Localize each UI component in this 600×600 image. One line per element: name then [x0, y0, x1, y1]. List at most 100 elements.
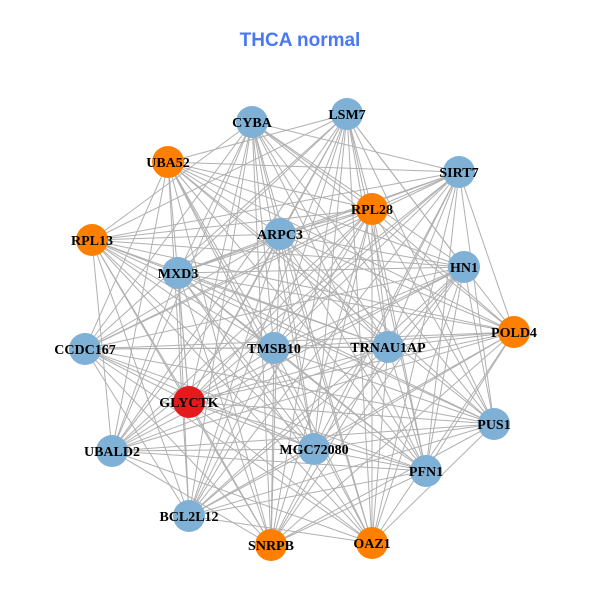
edge-ARPC3-BCL2L12: [188, 233, 281, 517]
edge-SIRT7-UBALD2: [111, 171, 460, 452]
node-label: UBALD2: [84, 445, 140, 460]
node-label: UBA52: [146, 156, 190, 171]
node-bcl2l12[interactable]: [173, 500, 205, 532]
edge-SIRT7-MXD3: [177, 171, 460, 274]
edge-CCDC167-GLYCTK: [84, 348, 190, 403]
edge-UBA52-PUS1: [167, 161, 495, 425]
node-uba52[interactable]: [152, 146, 184, 178]
node-label: TRNAU1AP: [350, 341, 426, 356]
node-snrpb[interactable]: [255, 529, 287, 561]
node-rpl13[interactable]: [76, 224, 108, 256]
edge-LSM7-BCL2L12: [188, 113, 348, 517]
node-label: RPL13: [71, 234, 113, 249]
edge-LSM7-PUS1: [346, 113, 495, 425]
edge-MXD3-GLYCTK: [177, 272, 190, 403]
edge-ARPC3-MGC72080: [279, 233, 315, 450]
node-hn1[interactable]: [448, 251, 480, 283]
node-tmsb10[interactable]: [258, 332, 290, 364]
edge-UBALD2-SNRPB: [111, 450, 272, 546]
edge-POLD4-TRNAU1AP: [387, 331, 515, 348]
edge-ARPC3-OAZ1: [279, 233, 373, 544]
node-label: HN1: [450, 261, 478, 276]
edge-CCDC167-SNRPB: [84, 348, 272, 546]
edge-PFN1-SNRPB: [270, 470, 427, 546]
edge-GLYCTK-OAZ1: [188, 401, 373, 544]
edge-CCDC167-OAZ1: [84, 348, 373, 544]
node-pold4[interactable]: [498, 316, 530, 348]
edge-TRNAU1AP-PFN1: [387, 346, 427, 472]
edge-ARPC3-MXD3: [177, 233, 281, 274]
edge-POLD4-GLYCTK: [188, 331, 515, 403]
node-label: PUS1: [477, 418, 510, 433]
edge-PUS1-MGC72080: [313, 423, 495, 450]
edge-BCL2L12-OAZ1: [188, 515, 373, 544]
node-cyba[interactable]: [236, 106, 268, 138]
edge-HN1-SNRPB: [270, 266, 465, 546]
edge-CYBA-POLD4: [251, 121, 515, 333]
edge-UBALD2-OAZ1: [111, 450, 373, 544]
edge-LSM7-MXD3: [177, 113, 348, 274]
edge-HN1-PFN1: [425, 266, 465, 472]
node-mxd3[interactable]: [162, 257, 194, 289]
edge-CYBA-RPL13: [91, 121, 253, 241]
node-pus1[interactable]: [478, 408, 510, 440]
edge-LSM7-POLD4: [346, 113, 515, 333]
node-rpl28[interactable]: [356, 193, 388, 225]
edge-SIRT7-PUS1: [458, 171, 495, 425]
edge-MXD3-UBALD2: [111, 272, 179, 452]
edge-MGC72080-BCL2L12: [188, 448, 315, 517]
node-label: SIRT7: [439, 166, 478, 181]
node-ubald2[interactable]: [96, 435, 128, 467]
node-label: BCL2L12: [159, 510, 218, 525]
node-trnau1ap[interactable]: [372, 331, 404, 363]
node-label: GLYCTK: [159, 396, 219, 411]
edge-GLYCTK-PUS1: [188, 401, 495, 425]
edge-ARPC3-UBALD2: [111, 233, 281, 452]
node-label: MXD3: [158, 267, 198, 282]
edge-RPL28-TRNAU1AP: [371, 208, 389, 348]
edge-CYBA-MXD3: [177, 121, 253, 274]
edge-LSM7-PFN1: [346, 113, 427, 472]
node-sirt7[interactable]: [443, 156, 475, 188]
edge-GLYCTK-SNRPB: [188, 401, 272, 546]
node-oaz1[interactable]: [356, 527, 388, 559]
edge-RPL13-POLD4: [91, 239, 515, 333]
edge-LSM7-OAZ1: [346, 113, 373, 544]
edge-TRNAU1AP-BCL2L12: [188, 346, 389, 517]
edge-UBA52-POLD4: [167, 161, 515, 333]
edge-ARPC3-POLD4: [279, 233, 515, 333]
edge-MXD3-POLD4: [177, 272, 515, 333]
edge-TMSB10-SNRPB: [270, 347, 275, 546]
edge-UBA52-RPL28: [167, 161, 373, 210]
node-label: ARPC3: [257, 228, 303, 243]
node-arpc3[interactable]: [264, 218, 296, 250]
edge-TRNAU1AP-GLYCTK: [188, 346, 389, 403]
node-ccdc167[interactable]: [69, 333, 101, 365]
edge-ARPC3-PFN1: [279, 233, 427, 472]
edge-SIRT7-MGC72080: [313, 171, 460, 450]
edge-SIRT7-PFN1: [425, 171, 460, 472]
edge-HN1-PUS1: [463, 266, 495, 425]
edge-MGC72080-PFN1: [313, 448, 427, 472]
edge-CYBA-HN1: [251, 121, 465, 268]
edge-RPL28-PUS1: [371, 208, 495, 425]
edge-RPL13-ARPC3: [91, 233, 281, 241]
edge-RPL13-PUS1: [91, 239, 495, 425]
edge-UBA52-PFN1: [167, 161, 427, 472]
edge-CYBA-PFN1: [251, 121, 427, 472]
node-glyctk[interactable]: [173, 386, 205, 418]
node-pfn1[interactable]: [410, 455, 442, 487]
edge-POLD4-OAZ1: [371, 331, 515, 544]
edge-CYBA-GLYCTK: [188, 121, 253, 403]
node-mgc72080[interactable]: [298, 433, 330, 465]
edge-UBALD2-PFN1: [111, 450, 427, 472]
edge-POLD4-BCL2L12: [188, 331, 515, 517]
node-lsm7[interactable]: [331, 98, 363, 130]
node-label: RPL28: [351, 203, 393, 218]
edge-ARPC3-HN1: [279, 233, 465, 268]
node-label: SNRPB: [248, 539, 294, 554]
edge-PFN1-BCL2L12: [188, 470, 427, 517]
edge-SIRT7-SNRPB: [270, 171, 460, 546]
edge-HN1-CCDC167: [84, 266, 465, 350]
